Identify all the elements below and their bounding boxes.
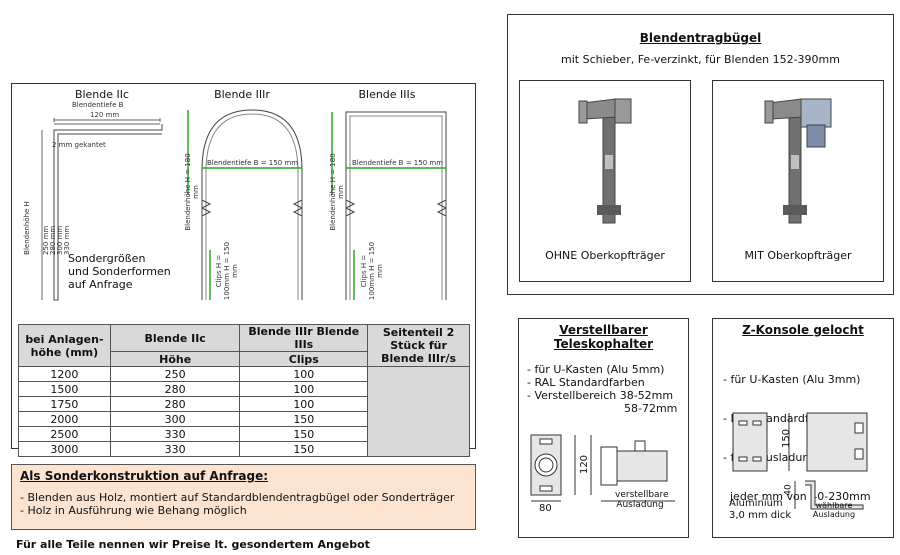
blenden-panel: Blende IIc Blendentiefe B 120 mm 2 mm ge… bbox=[11, 83, 476, 457]
blendentrag-title: Blendentragbügel bbox=[639, 31, 762, 45]
zkonsole-drawing bbox=[732, 412, 868, 510]
sonder-item-1: - Blenden aus Holz, montiert auf Standar… bbox=[20, 491, 455, 504]
cell-clips: 150 bbox=[239, 411, 369, 427]
blende-iic-drawing bbox=[41, 118, 163, 301]
cell-hoehe: 280 bbox=[109, 381, 241, 397]
blenden-table: bei Anlagen-höhe (mm) Blende IIc Blende … bbox=[18, 324, 470, 457]
zkonsole-box: Z-Konsole gelocht - für U-Kasten (Alu 3m… bbox=[712, 318, 894, 538]
sonder-item-2: - Holz in Ausführung wie Behang möglich bbox=[20, 504, 247, 517]
blende-iic-hoehe: Blendenhöhe H bbox=[23, 188, 31, 268]
cell-anlage: 1500 bbox=[18, 381, 111, 397]
sonder-title: Als Sonderkonstruktion auf Anfrage: bbox=[20, 469, 269, 483]
bracket-ohne-image bbox=[578, 98, 632, 224]
teleskop-box: Verstellbarer Teleskophalter - für U-Kas… bbox=[518, 318, 689, 538]
bracket-mit-image bbox=[764, 98, 832, 224]
blende-iiis-height: Blendenhöhe H = 180 mm bbox=[329, 147, 345, 237]
cell-clips: 100 bbox=[239, 381, 369, 397]
cell-anlage: 1750 bbox=[18, 396, 111, 412]
teleskop-dim-120: 120 bbox=[579, 454, 591, 475]
th-seitenteil: Seitenteil 2 Stück für Blende IIIr/s bbox=[367, 324, 470, 367]
sonderkonstruktion-box: Als Sonderkonstruktion auf Anfrage: - Bl… bbox=[11, 464, 476, 530]
table-row: 3000 330 150 bbox=[18, 441, 470, 457]
blende-iiir-height: Blendenhöhe H = 180 mm bbox=[184, 147, 200, 237]
zkonsole-title: Z-Konsole gelocht bbox=[742, 323, 864, 337]
th-clips: Clips bbox=[239, 351, 369, 367]
th-iic: Blende IIc bbox=[109, 324, 241, 352]
cell-hoehe: 280 bbox=[109, 396, 241, 412]
blende-iic-120: 120 mm bbox=[90, 111, 120, 119]
blende-iiis-drawing bbox=[331, 111, 448, 300]
blende-iiis-clips: Clips H = 100mm H = 150 mm bbox=[360, 241, 384, 301]
teleskop-drawing bbox=[530, 434, 675, 502]
teleskop-item-4: 58-72mm bbox=[624, 402, 678, 415]
cell-hoehe: 250 bbox=[109, 366, 241, 382]
teleskop-title: Verstellbarer Teleskophalter bbox=[553, 323, 654, 351]
blende-iic-tiefe: Blendentiefe B bbox=[72, 101, 124, 109]
sonder-line-3: auf Anfrage bbox=[68, 278, 133, 291]
blende-iic-heights: 250 mm 280 mm 300 mm 330 mm bbox=[42, 195, 71, 255]
sonder-text: Sondergrößen und Sonderformen auf Anfrag… bbox=[68, 252, 171, 291]
blende-iiir-height-label: Blendenhöhe H = 180 mm bbox=[184, 153, 200, 231]
zkonsole-ausladung: wählbare Ausladung bbox=[812, 501, 856, 519]
ohne-card: OHNE Oberkopfträger bbox=[519, 80, 691, 282]
height-330: 330 mm bbox=[63, 225, 71, 255]
sonder-line-1: Sondergrößen bbox=[68, 252, 146, 265]
th-iii: Blende IIIr Blende IIIs bbox=[239, 324, 369, 352]
th-anlage: bei Anlagen-höhe (mm) bbox=[18, 324, 111, 367]
cell-clips: 100 bbox=[239, 366, 369, 382]
teleskop-item-3: - Verstellbereich 38-52mm bbox=[527, 389, 674, 402]
blende-iic-hoehe-label: Blendenhöhe H bbox=[23, 201, 31, 255]
table-row: 2500 330 150 bbox=[18, 426, 470, 442]
teleskop-dim-80: 80 bbox=[539, 503, 552, 514]
zkonsole-dim-40: 40 bbox=[783, 484, 794, 496]
blende-iiir-title: Blende IIIr bbox=[214, 88, 270, 101]
cell-anlage: 1200 bbox=[18, 366, 111, 382]
blende-iiir-drawing bbox=[187, 109, 304, 300]
teleskop-item-2: - RAL Standardfarben bbox=[527, 376, 645, 389]
blende-iiir-clips-label: Clips H = 100mm H = 150 mm bbox=[215, 241, 239, 301]
blende-iic-gekantet: 2 mm gekantet bbox=[52, 141, 106, 149]
cell-clips: 100 bbox=[239, 396, 369, 412]
blende-iiis-clips-label: Clips H = 100mm H = 150 mm bbox=[360, 241, 384, 301]
zkonsole-item-1: - für U-Kasten (Alu 3mm) bbox=[723, 373, 861, 386]
zkonsole-aluminium: Aluminium 3,0 mm dick bbox=[729, 498, 792, 521]
blendentrag-subtitle: mit Schieber, Fe-verzinkt, für Blenden 1… bbox=[561, 53, 840, 66]
mit-label: MIT Oberkopfträger bbox=[744, 249, 852, 262]
cell-clips: 150 bbox=[239, 426, 369, 442]
blende-iiir-width: Blendentiefe B = 150 mm bbox=[207, 159, 299, 167]
blende-iiis-width: Blendentiefe B = 150 mm bbox=[352, 159, 444, 167]
cell-anlage: 3000 bbox=[18, 441, 111, 457]
cell-hoehe: 330 bbox=[109, 426, 241, 442]
blende-iic-title: Blende IIc bbox=[74, 88, 130, 101]
cell-hoehe: 330 bbox=[109, 441, 241, 457]
cell-hoehe: 300 bbox=[109, 411, 241, 427]
blendentrag-box: Blendentragbügel mit Schieber, Fe-verzin… bbox=[507, 14, 894, 295]
th-hoehe: Höhe bbox=[109, 351, 241, 367]
footer-note: Für alle Teile nennen wir Preise lt. ges… bbox=[16, 538, 370, 551]
table-row: 1500 280 100 bbox=[18, 381, 470, 397]
blende-iiis-title: Blende IIIs bbox=[358, 88, 416, 101]
ohne-label: OHNE Oberkopfträger bbox=[545, 249, 665, 262]
table-row: 1200 250 100 bbox=[18, 366, 470, 457]
zkonsole-item-4: jeder mm von 40-230mm bbox=[723, 490, 871, 503]
teleskop-list: - für U-Kasten (Alu 5mm) - RAL Standardf… bbox=[527, 363, 677, 415]
cell-anlage: 2000 bbox=[18, 411, 111, 427]
blende-iiis-height-label: Blendenhöhe H = 180 mm bbox=[329, 153, 345, 231]
cell-clips: 150 bbox=[239, 441, 369, 457]
teleskop-ausladung: verstellbare Ausladung bbox=[615, 490, 669, 510]
cell-anlage: 2500 bbox=[18, 426, 111, 442]
sonder-line-2: und Sonderformen bbox=[68, 265, 171, 278]
cell-seitenteil bbox=[367, 366, 470, 457]
blende-iiir-clips: Clips H = 100mm H = 150 mm bbox=[215, 241, 239, 301]
mit-card: MIT Oberkopfträger bbox=[712, 80, 884, 282]
zkonsole-dim-150: 150 bbox=[781, 428, 793, 449]
teleskop-item-1: - für U-Kasten (Alu 5mm) bbox=[527, 363, 665, 376]
